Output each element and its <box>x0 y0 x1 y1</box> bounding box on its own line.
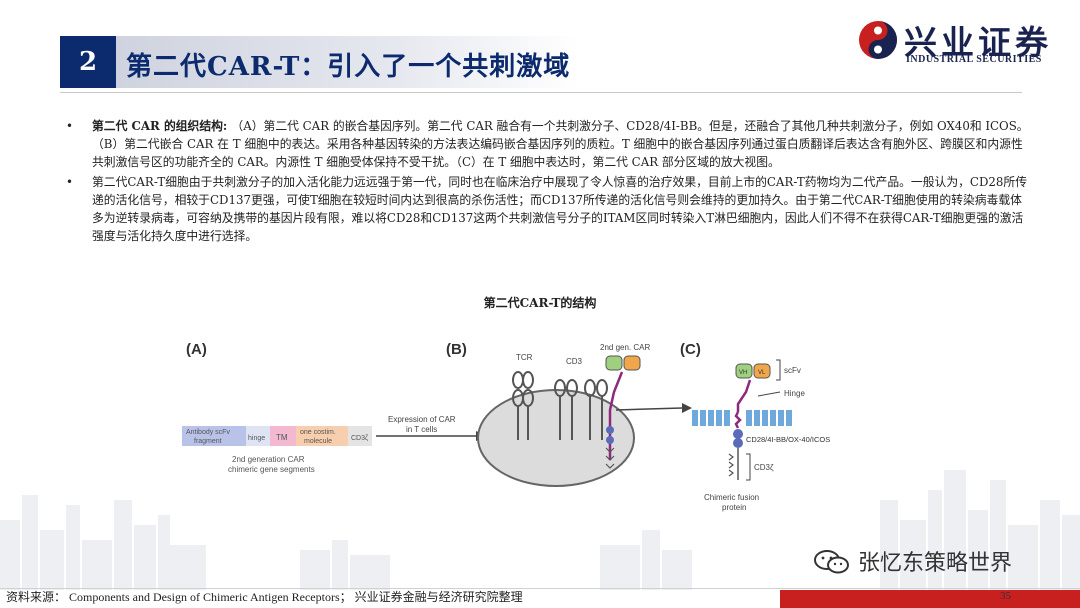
seg-costim-label-2: molecule <box>304 438 332 445</box>
vh-domain-b <box>605 355 623 371</box>
segment-scfv <box>182 426 246 446</box>
fusion-label-2: protein <box>722 503 746 512</box>
figure-title: 第二代CAR-T的结构 <box>483 296 597 310</box>
page-title: 第二代CAR-T：引入了一个共刺激域 <box>126 52 571 82</box>
segment-tm <box>270 426 296 446</box>
car-t-structure-diagram: (A) Antibody scFv fragment hinge TM one … <box>182 341 830 512</box>
arrow-b-to-c <box>615 407 683 411</box>
costim-domain-c <box>733 429 743 448</box>
scfv-label: scFv <box>784 366 801 375</box>
footer-divider <box>0 588 1080 589</box>
seg-scfv-label-2: fragment <box>194 438 222 445</box>
tcr-receptor-icon <box>512 371 534 440</box>
cd3z-bracket <box>746 453 751 481</box>
seg-costim-label: one costim. <box>300 429 336 436</box>
logo-chinese-name: 兴业证券 <box>904 23 1052 62</box>
section-number: 2 <box>60 36 116 88</box>
car-gen-label: 2nd gen. CAR <box>600 343 650 352</box>
title-bar <box>116 36 580 88</box>
bullet-heading: 第二代 CAR 的组织结构: <box>92 119 232 133</box>
seg-scfv-label: Antibody scFv <box>186 429 230 436</box>
watermark-text: 张忆东策略世界 <box>858 551 1013 576</box>
gen-label-1: 2nd generation CAR <box>232 455 305 464</box>
page-number: 35 <box>1000 590 1011 602</box>
car-hinge-b <box>608 371 624 460</box>
bullet-text: （A）第二代 CAR 的嵌合基因序列。第二代 CAR 融合有一个共刺激分子、CD… <box>92 119 1029 169</box>
bullet-dot: • <box>66 119 73 133</box>
wechat-icon <box>814 550 849 574</box>
company-logo-icon <box>859 21 897 59</box>
vl-domain-c <box>753 363 771 379</box>
vl-label: VL <box>758 370 766 376</box>
source-note: 资料来源： Components and Design of Chimeric … <box>6 590 523 604</box>
vl-domain-b <box>623 355 641 371</box>
vh-label: VH <box>739 370 747 376</box>
arrow-label-2: in T cells <box>406 425 437 434</box>
tcr-label: TCR <box>516 353 533 362</box>
car-cd3z-b <box>605 447 615 469</box>
cd3-label-b: CD3 <box>566 357 583 366</box>
cd3-receptor-icon <box>554 379 608 440</box>
arrow-head-icon <box>682 403 692 413</box>
bullet-text: 第二代CAR-T细胞由于共刺激分子的加入活化能力远远强于第一代，同时也在临床治疗… <box>92 175 1028 243</box>
panel-a-label: (A) <box>186 341 207 358</box>
seg-cd3-label: CD3ζ <box>351 435 368 442</box>
cd3z-itam-icon <box>728 453 734 477</box>
segment-costim <box>296 426 348 446</box>
hinge-label: Hinge <box>784 389 805 398</box>
hinge-pointer <box>757 391 781 397</box>
fusion-label-1: Chimeric fusion <box>704 493 759 502</box>
panel-c-label: (C) <box>680 341 701 358</box>
bullet-item: • 第二代CAR-T细胞由于共刺激分子的加入活化能力远远强于第一代，同时也在临床… <box>66 173 1032 245</box>
cell-membrane-icon <box>692 410 792 426</box>
car-hinge-c <box>736 379 752 412</box>
header-divider <box>60 92 1022 93</box>
seg-hinge-label: hinge <box>248 435 265 442</box>
logo-english-name: INDUSTRIAL SECURITIES <box>906 54 1042 65</box>
segment-hinge <box>246 426 270 446</box>
vh-domain-c <box>735 363 753 379</box>
bullet-item: • 第二代 CAR 的组织结构: （A）第二代 CAR 的嵌合基因序列。第二代 … <box>66 117 1032 171</box>
arrow-label-1: Expression of CAR <box>388 415 456 424</box>
seg-tm-label: TM <box>276 433 288 442</box>
panel-b-label: (B) <box>446 341 467 358</box>
bullet-dot: • <box>66 175 73 189</box>
cd3z-label: CD3ζ <box>754 463 774 472</box>
costim-label: CD28/4I-BB/OX-40/ICOS <box>746 435 830 444</box>
footer-accent-bar <box>780 590 1080 608</box>
scfv-bracket <box>776 359 781 381</box>
car-tm-c <box>734 411 742 429</box>
bullet-list: • 第二代 CAR 的组织结构: （A）第二代 CAR 的嵌合基因序列。第二代 … <box>66 117 1032 247</box>
segment-cd3 <box>348 426 372 446</box>
gen-label-2: chimeric gene segments <box>228 465 315 474</box>
car-cd28-domain-b <box>606 426 614 444</box>
